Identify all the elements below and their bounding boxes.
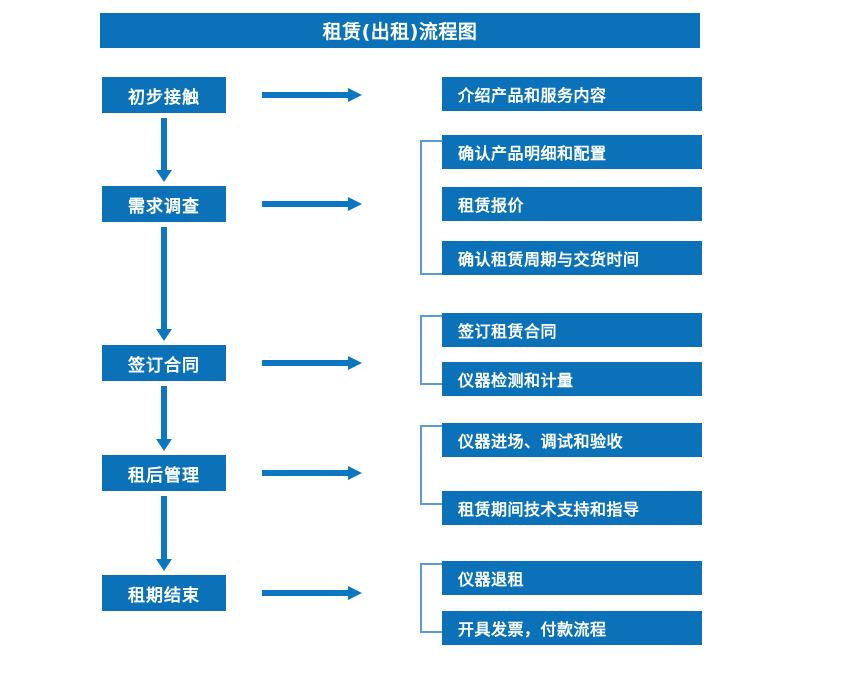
detail-label-2-2: 租赁报价 — [458, 196, 525, 215]
detail-box-1-1[interactable]: 介绍产品和服务内容 — [442, 77, 702, 111]
detail-label-3-2: 仪器检测和计量 — [458, 371, 574, 390]
group-bracket-3 — [420, 315, 442, 385]
down-arrow-icon-3 — [155, 386, 173, 451]
detail-box-2-2[interactable]: 租赁报价 — [442, 187, 702, 221]
stage-label-1: 初步接触 — [128, 87, 200, 108]
right-arrow-icon-4 — [262, 464, 362, 482]
group-bracket-5 — [420, 563, 442, 633]
detail-label-4-1: 仪器进场、调试和验收 — [458, 432, 624, 451]
stage-box-2[interactable]: 需求调查 — [102, 186, 226, 222]
detail-label-3-1: 签订租赁合同 — [458, 322, 558, 341]
detail-box-3-1[interactable]: 签订租赁合同 — [442, 313, 702, 347]
right-arrow-icon-2 — [262, 195, 362, 213]
detail-label-5-1: 仪器退租 — [458, 570, 525, 589]
detail-box-2-3[interactable]: 确认租赁周期与交货时间 — [442, 241, 702, 275]
stage-box-1[interactable]: 初步接触 — [102, 77, 226, 113]
group-bracket-4 — [420, 425, 442, 505]
stage-label-3: 签订合同 — [128, 355, 200, 376]
stage-box-5[interactable]: 租期结束 — [102, 575, 226, 611]
right-arrow-icon-1 — [262, 86, 362, 104]
detail-box-4-2[interactable]: 租赁期间技术支持和指导 — [442, 491, 702, 525]
down-arrow-icon-4 — [155, 496, 173, 571]
detail-box-3-2[interactable]: 仪器检测和计量 — [442, 362, 702, 396]
stage-box-4[interactable]: 租后管理 — [102, 455, 226, 491]
down-arrow-icon-2 — [155, 227, 173, 341]
right-arrow-icon-3 — [262, 354, 362, 372]
stage-label-5: 租期结束 — [128, 585, 200, 606]
detail-label-4-2: 租赁期间技术支持和指导 — [458, 500, 640, 519]
detail-label-2-1: 确认产品明细和配置 — [458, 144, 607, 163]
group-bracket-2 — [420, 140, 442, 275]
diagram-title: 租赁(出租)流程图 — [100, 13, 700, 48]
detail-box-4-1[interactable]: 仪器进场、调试和验收 — [442, 423, 702, 457]
stage-label-4: 租后管理 — [128, 465, 200, 486]
detail-box-5-2[interactable]: 开具发票，付款流程 — [442, 611, 702, 645]
right-arrow-icon-5 — [262, 584, 362, 602]
down-arrow-icon-1 — [155, 118, 173, 182]
detail-label-2-3: 确认租赁周期与交货时间 — [458, 250, 640, 269]
stage-box-3[interactable]: 签订合同 — [102, 345, 226, 381]
detail-label-5-2: 开具发票，付款流程 — [458, 620, 607, 639]
detail-box-2-1[interactable]: 确认产品明细和配置 — [442, 135, 702, 169]
detail-box-5-1[interactable]: 仪器退租 — [442, 561, 702, 595]
stage-label-2: 需求调查 — [128, 196, 200, 217]
detail-label-1-1: 介绍产品和服务内容 — [458, 86, 607, 105]
